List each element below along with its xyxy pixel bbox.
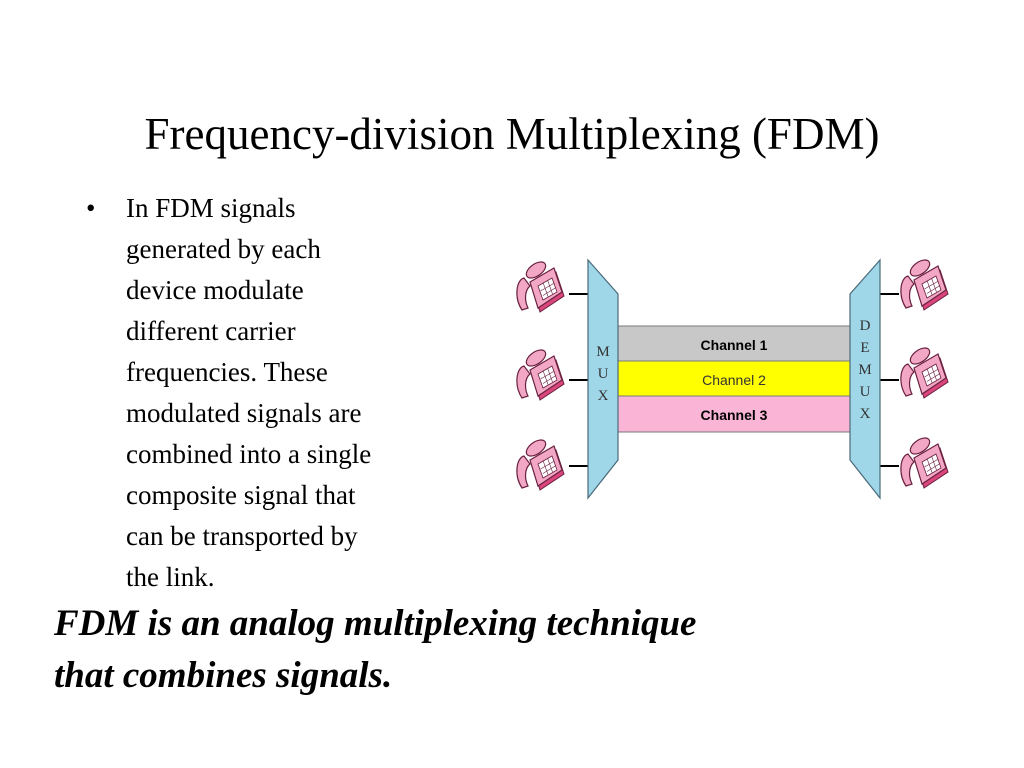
demux-letter: M [858, 362, 871, 378]
fdm-diagram: Channel 1 Channel 2 Channel 3 M U X D E … [516, 256, 949, 500]
bullet-text: In FDM signals generated by each device … [126, 193, 372, 592]
summary-text: FDM is an analog multiplexing technique … [54, 603, 697, 696]
mux-block [587, 258, 619, 500]
phone-icon [516, 258, 565, 313]
mux-letter: X [598, 388, 609, 404]
channel-label-3: Channel 3 [701, 407, 768, 423]
phone-icon [900, 344, 949, 399]
demux-letter: X [860, 406, 871, 422]
demux-letter: E [860, 340, 869, 356]
phone-icon [900, 434, 949, 489]
channel-label-1: Channel 1 [701, 337, 768, 353]
channel-label-2: Channel 2 [702, 372, 766, 388]
mux-letter: U [598, 366, 609, 382]
slide-title: Frequency-division Multiplexing (FDM) [144, 109, 880, 159]
demux-letter: U [860, 384, 871, 400]
phone-icon [516, 436, 565, 491]
phone-icon [516, 346, 565, 401]
channel-bands: Channel 1 Channel 2 Channel 3 [617, 325, 851, 433]
demux-block [849, 258, 881, 500]
bullet-dot: • [86, 193, 96, 223]
mux-letter: M [596, 344, 609, 360]
phone-icon [900, 256, 949, 311]
bullet-item: • In FDM signals generated by each devic… [86, 188, 456, 598]
demux-letter: D [860, 318, 871, 334]
bullet-list: • In FDM signals generated by each devic… [86, 188, 456, 598]
